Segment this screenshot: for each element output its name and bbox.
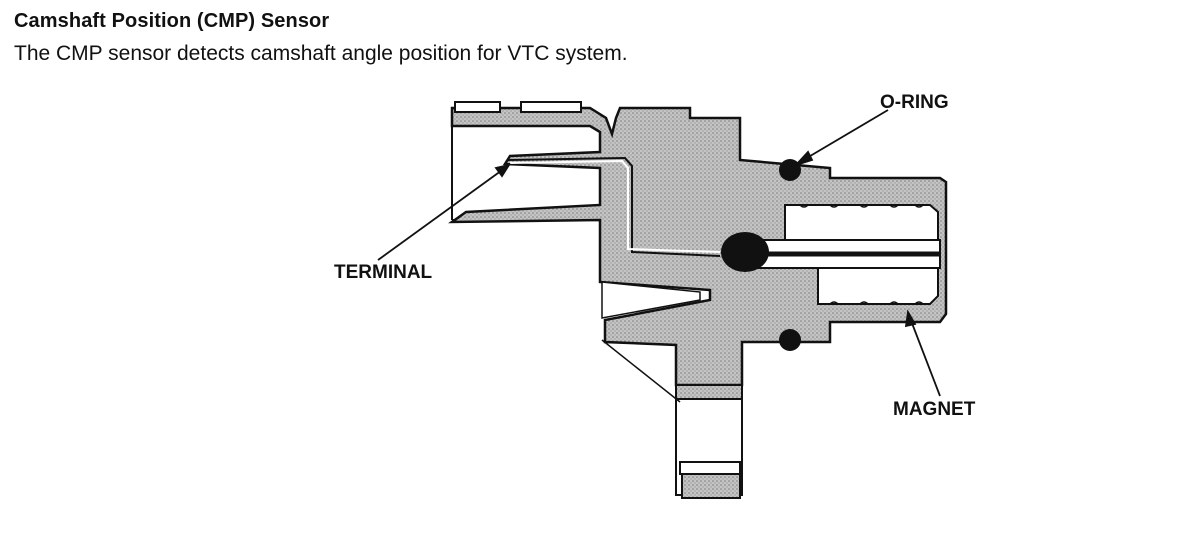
- terminal-label: TERMINAL: [334, 262, 433, 283]
- magnet-label: MAGNET: [893, 399, 976, 420]
- o-ring-label: O-RING: [880, 92, 949, 113]
- lower-recess: [601, 281, 701, 319]
- page-description: The CMP sensor detects camshaft angle po…: [14, 42, 628, 65]
- magnet-body: [784, 204, 939, 241]
- terminal-wire: [507, 156, 721, 257]
- magnet-ribs: [799, 204, 924, 305]
- leader-lines: [377, 109, 941, 397]
- o-ring-bottom: [779, 329, 801, 351]
- coil-blob: [721, 232, 769, 272]
- connector-top-details: [454, 101, 582, 113]
- outlet-tube: [675, 384, 743, 499]
- magnet-body-lower: [817, 267, 939, 305]
- page-title: Camshaft Position (CMP) Sensor: [14, 10, 330, 32]
